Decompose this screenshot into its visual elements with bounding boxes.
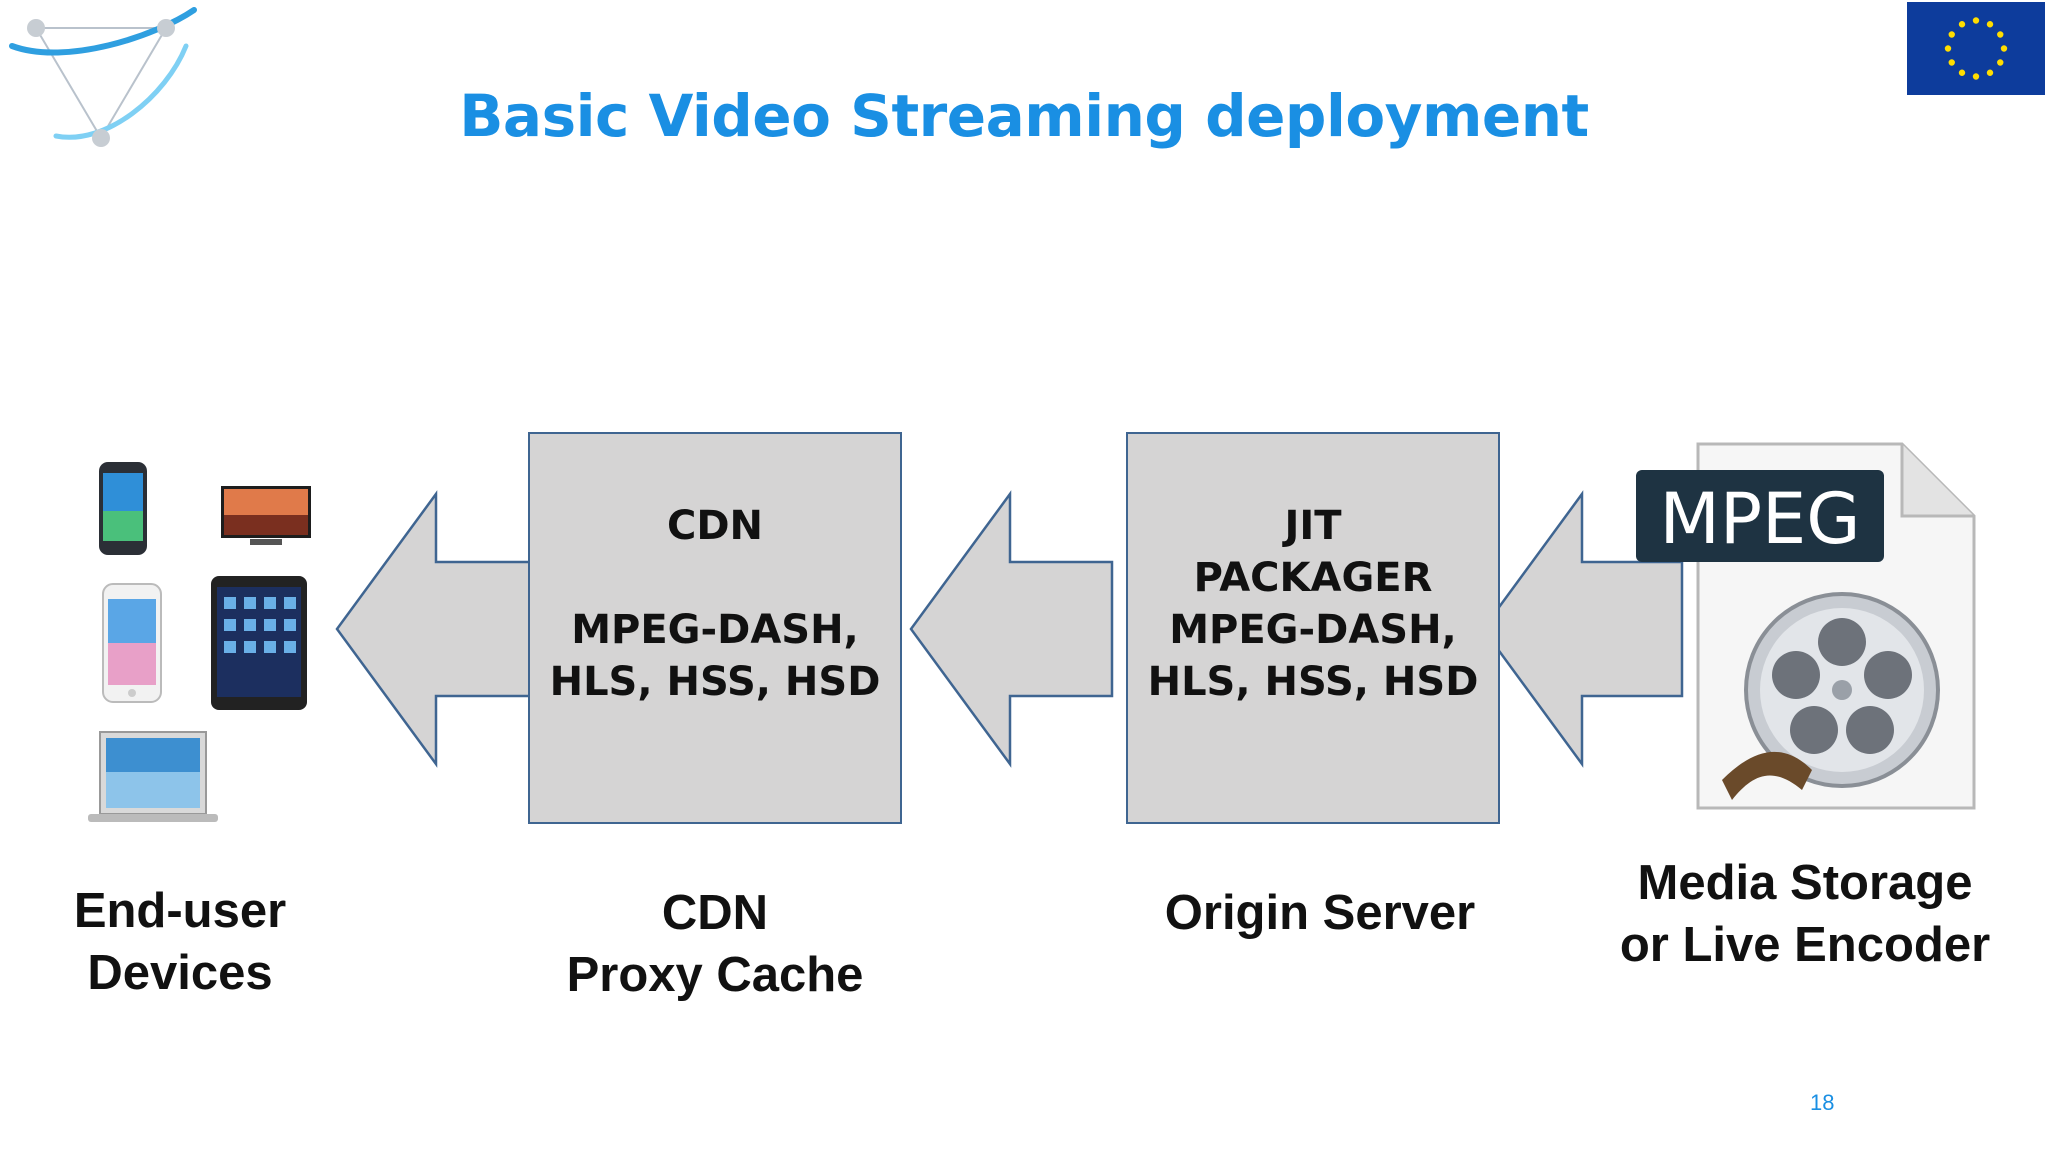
page-number: 18 [1810,1090,1835,1115]
eu-star-icon [1948,31,1955,38]
mpeg-label: MPEG [1659,478,1860,560]
eu-star-icon [1997,59,2004,66]
caption-end-user-devices: End-user Devices [30,880,330,1004]
eu-star-icon [1986,69,1994,76]
mpeg-file-icon: MPEG [1636,442,1976,810]
eu-star-icon [1972,73,1980,80]
cdn-box: CDN MPEG-DASH, HLS, HSS, HSD [528,432,902,824]
end-user-devices-illustration [80,455,320,835]
origin-box-line2: PACKAGER [1193,555,1433,601]
project-logo [9,7,197,147]
caption-media-line1: Media Storage [1637,856,1973,910]
arrow-left-icon [1481,490,1684,768]
caption-cdn-proxy-cache: CDN Proxy Cache [515,882,915,1006]
caption-origin-server: Origin Server [1110,882,1530,944]
iphone-icon [102,583,162,703]
smartphone-icon [99,462,147,555]
origin-box-line3: MPEG-DASH, [1169,607,1457,653]
eu-star-icon [1986,21,1994,28]
eu-star-icon [1944,45,1952,52]
eu-star-icon [2000,45,2008,52]
caption-media-storage: Media Storage or Live Encoder [1580,852,2030,976]
origin-box: JIT PACKAGER MPEG-DASH, HLS, HSS, HSD [1126,432,1500,824]
laptop-icon [88,731,218,822]
tablet-icon [211,576,307,710]
eu-star-icon [1972,17,1980,24]
eu-star-icon [1958,69,1966,76]
television-icon [221,486,311,545]
eu-star-icon [1948,59,1955,66]
caption-devices-line2: Devices [87,946,273,1000]
arrow-left-icon [909,490,1114,768]
cdn-box-line4: HLS, HSS, HSD [549,659,881,705]
caption-media-line2: or Live Encoder [1619,918,1991,972]
cdn-box-line2 [530,552,900,604]
caption-cdn-line1: CDN [661,886,769,940]
arrow-left-icon [335,490,538,768]
caption-cdn-line2: Proxy Cache [566,948,864,1002]
cdn-box-line1: CDN [666,503,764,549]
caption-origin-line1: Origin Server [1164,886,1476,940]
slide-title: Basic Video Streaming deployment [459,82,1589,150]
origin-box-line1: JIT [1284,503,1342,549]
caption-devices-line1: End-user [73,884,287,938]
cdn-box-line3: MPEG-DASH, [571,607,859,653]
eu-flag-icon [1907,2,2045,95]
origin-box-line4: HLS, HSS, HSD [1147,659,1479,705]
eu-star-icon [1997,31,2004,38]
eu-star-icon [1958,21,1966,28]
